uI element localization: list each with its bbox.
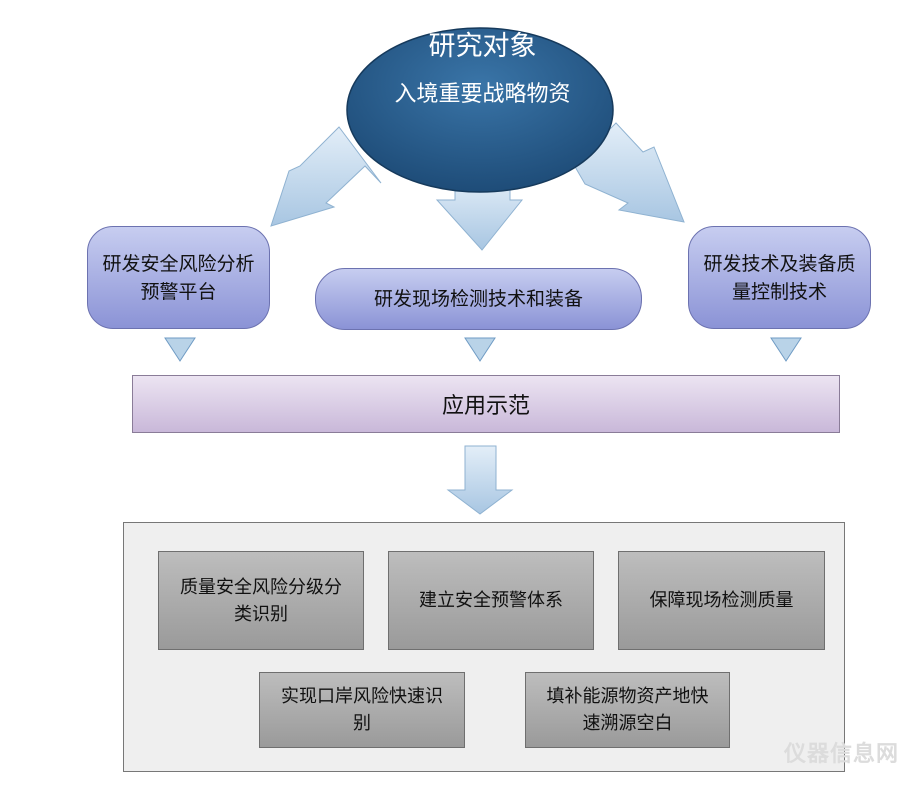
outcome-label-2: 建立安全预警体系 (419, 590, 563, 611)
arrow-to-left-track (270, 126, 382, 227)
outcome-label-1: 质量安全风险分级分类识别 (180, 576, 342, 625)
research-object-subject: 入境重要战略物资 (394, 82, 571, 107)
research-object-text: 研究对象 入境重要战略物资 (355, 30, 610, 110)
triangle-middle (464, 337, 496, 362)
outcome-risk-classification: 质量安全风险分级分类识别 (158, 551, 364, 650)
track-box-risk-platform: 研发安全风险分析预警平台 (87, 226, 270, 329)
outcome-testing-quality: 保障现场检测质量 (618, 551, 825, 650)
outcome-origin-tracing: 填补能源物资产地快速溯源空白 (525, 672, 730, 748)
application-band: 应用示范 (132, 375, 840, 433)
triangle-right (770, 337, 802, 362)
outcome-warning-system: 建立安全预警体系 (388, 551, 594, 650)
research-object-ellipse (346, 27, 614, 193)
track-label-middle: 研发现场检测技术和装备 (373, 288, 583, 310)
arrow-to-right-track (573, 122, 685, 223)
track-box-field-testing: 研发现场检测技术和装备 (315, 268, 642, 330)
outcome-label-4: 实现口岸风险快速识别 (281, 686, 443, 734)
outcome-port-risk-identification: 实现口岸风险快速识别 (259, 672, 465, 748)
triangle-left (164, 337, 196, 362)
research-object-title: 研究对象 (428, 31, 537, 62)
track-box-quality-control: 研发技术及装备质量控制技术 (688, 226, 871, 329)
outcome-label-5: 填补能源物资产地快速溯源空白 (546, 686, 709, 734)
outcome-label-3: 保障现场检测质量 (649, 590, 794, 611)
track-label-right: 研发技术及装备质量控制技术 (703, 252, 856, 303)
track-label-left: 研发安全风险分析预警平台 (102, 252, 255, 303)
application-label: 应用示范 (441, 394, 530, 419)
arrow-to-outcomes (446, 445, 514, 515)
watermark-text: 仪器信息网 (784, 742, 900, 767)
